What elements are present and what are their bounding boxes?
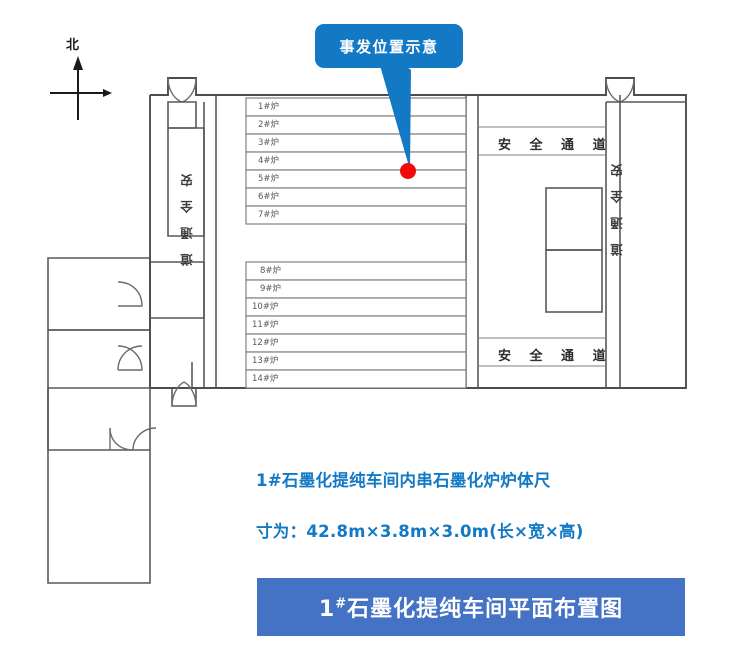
title-prefix: 1	[318, 597, 336, 622]
north-arrow-icon	[50, 56, 112, 120]
equipment-blocks-right	[545, 187, 603, 313]
incident-callout-bubble[interactable]: 事发位置示意	[315, 24, 463, 68]
furnace-label: 4#炉	[258, 156, 280, 166]
corridor-label-right-vertical: 道通全安	[610, 150, 625, 256]
furnace-label: 1#炉	[258, 102, 280, 112]
left-corridor-walls	[150, 95, 217, 388]
entry-door-swing-bottom	[171, 381, 197, 407]
furnace-label: 12#炉	[252, 338, 279, 348]
furnace-label: 7#炉	[258, 210, 280, 220]
furnace-bank-bottom	[245, 261, 467, 389]
title-main: 石墨化提纯车间平面布置图	[347, 597, 624, 622]
corridor-label-bottom-horizontal: 安 全 通 道	[498, 349, 613, 364]
title-banner: 1#石墨化提纯车间平面布置图	[257, 578, 685, 636]
central-bay-dividers	[465, 95, 479, 388]
furnace-label: 10#炉	[252, 302, 279, 312]
left-annex-rooms	[47, 257, 157, 584]
left-connector-wing	[47, 258, 193, 450]
furnace-label: 8#炉	[260, 266, 282, 276]
furnace-label: 13#炉	[252, 356, 279, 366]
title-banner-label: 1#石墨化提纯车间平面布置图	[319, 591, 623, 623]
safety-passage-top-stripe	[478, 126, 606, 156]
corridor-label-left-vertical: 道通全安	[180, 160, 195, 266]
caption-line-1: 1#石墨化提纯车间内串石墨化炉炉体尺	[256, 471, 551, 490]
furnace-label: 5#炉	[258, 174, 280, 184]
furnace-label: 2#炉	[258, 120, 280, 130]
furnace-label: 14#炉	[252, 374, 279, 384]
compass-label: 北	[66, 38, 80, 53]
right-corridor-walls	[605, 95, 686, 388]
furnace-label: 6#炉	[258, 192, 280, 202]
incident-location-dot[interactable]	[400, 163, 416, 179]
furnace-label: 11#炉	[252, 320, 279, 330]
furnace-label: 9#炉	[260, 284, 282, 294]
safety-passage-bottom-stripe	[478, 337, 606, 367]
incident-callout-label: 事发位置示意	[339, 37, 439, 56]
title-superscript: #	[335, 596, 348, 612]
furnace-label: 3#炉	[258, 138, 280, 148]
caption-line-2: 寸为：42.8m×3.8m×3.0m(长×宽×高)	[256, 522, 584, 541]
corridor-label-top-horizontal: 安 全 通 道	[498, 138, 613, 153]
